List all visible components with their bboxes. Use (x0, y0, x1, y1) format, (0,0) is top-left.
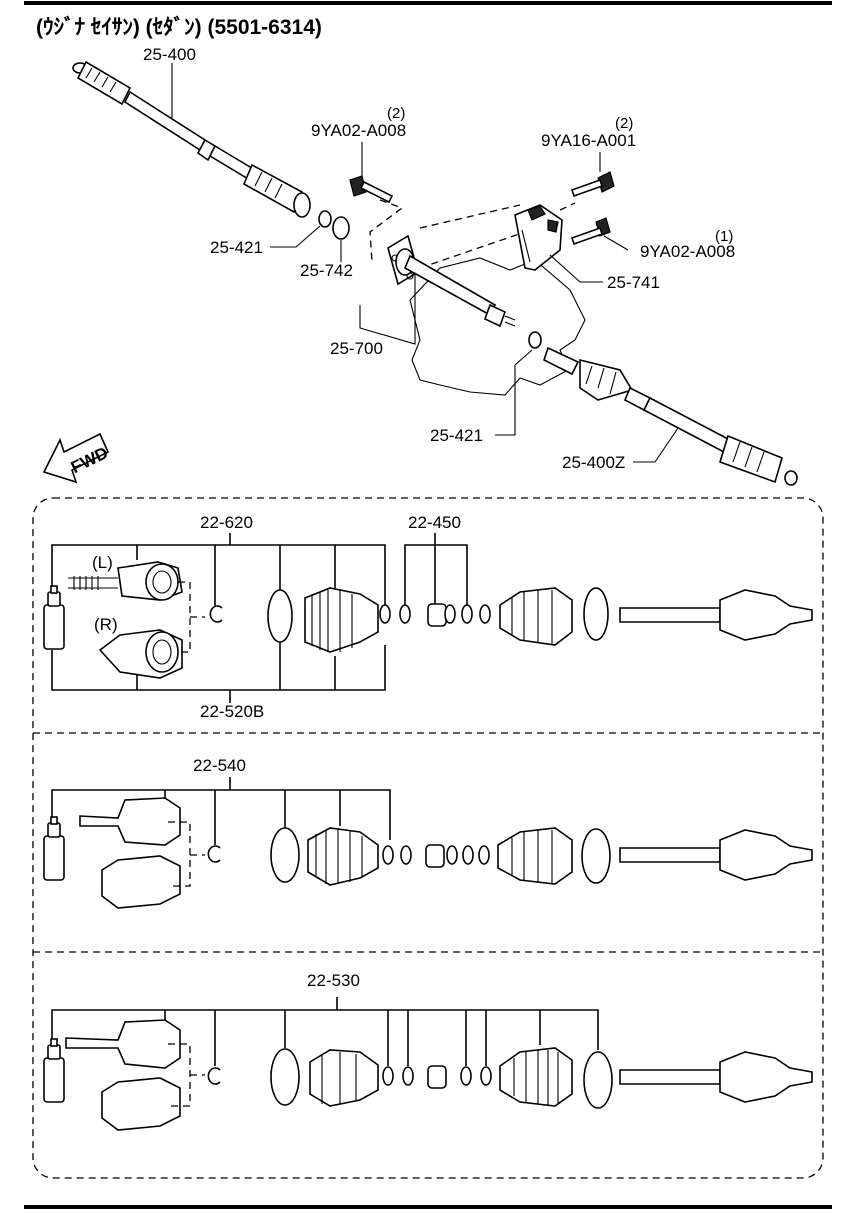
label-25-700: 25-700 (330, 339, 383, 358)
bracket-25-741 (514, 204, 563, 271)
label-bolt-b: 9YA16-A001 (541, 131, 636, 150)
kit-22-530: 22-530 (43, 971, 813, 1131)
label-bolt-c: 9YA02-A008 (640, 242, 735, 261)
bolt-9ya02-a008-right (570, 217, 611, 246)
cv-joint-r (98, 629, 183, 679)
ring-25-742 (332, 216, 350, 240)
page-title: (ｳｼﾞﾅ ｾｲｻﾝ) (ｾﾀﾞﾝ) (5501-6314) (36, 15, 322, 39)
bolt-9ya16-a001 (570, 171, 615, 198)
clip-25-421-right (528, 331, 542, 349)
label-22-450: 22-450 (408, 513, 461, 532)
label-25-741: 25-741 (607, 273, 660, 292)
label-25-400: 25-400 (143, 45, 196, 64)
fwd-arrow: FWD (42, 432, 111, 484)
label-bolt-a: 9YA02-A008 (311, 121, 406, 140)
kit-22-620: 22-620 22-450 22-520B (L) (R) (43, 513, 813, 721)
bolt-9ya02-a008-top (349, 175, 394, 204)
clip-25-421-left (318, 210, 332, 228)
upper-assembly: 25-400 25-421 25-742 (2) 9YA02-A008 (42, 45, 798, 486)
drive-shaft-upper (72, 60, 311, 218)
label-22-620: 22-620 (200, 513, 253, 532)
label-22-540: 22-540 (193, 756, 246, 775)
label-25-421-left: 25-421 (210, 238, 263, 257)
label-25-400z: 25-400Z (562, 453, 625, 472)
label-bolt-a-qty: (2) (387, 105, 405, 122)
drive-shaft-lower (543, 346, 798, 486)
kit-22-540: 22-540 (43, 756, 813, 909)
joint-shaft-25-700 (387, 234, 516, 328)
label-25-421-right: 25-421 (430, 426, 483, 445)
label-25-742: 25-742 (300, 261, 353, 280)
label-22-530: 22-530 (307, 971, 360, 990)
label-22-520b: 22-520B (200, 702, 264, 721)
label-bolt-c-qty: (1) (715, 228, 733, 245)
label-side-l: (L) (92, 553, 113, 572)
label-bolt-b-qty: (2) (615, 115, 633, 132)
cv-joint-l (68, 561, 183, 601)
kit-frame (32, 497, 824, 1179)
label-side-r: (R) (94, 615, 118, 634)
